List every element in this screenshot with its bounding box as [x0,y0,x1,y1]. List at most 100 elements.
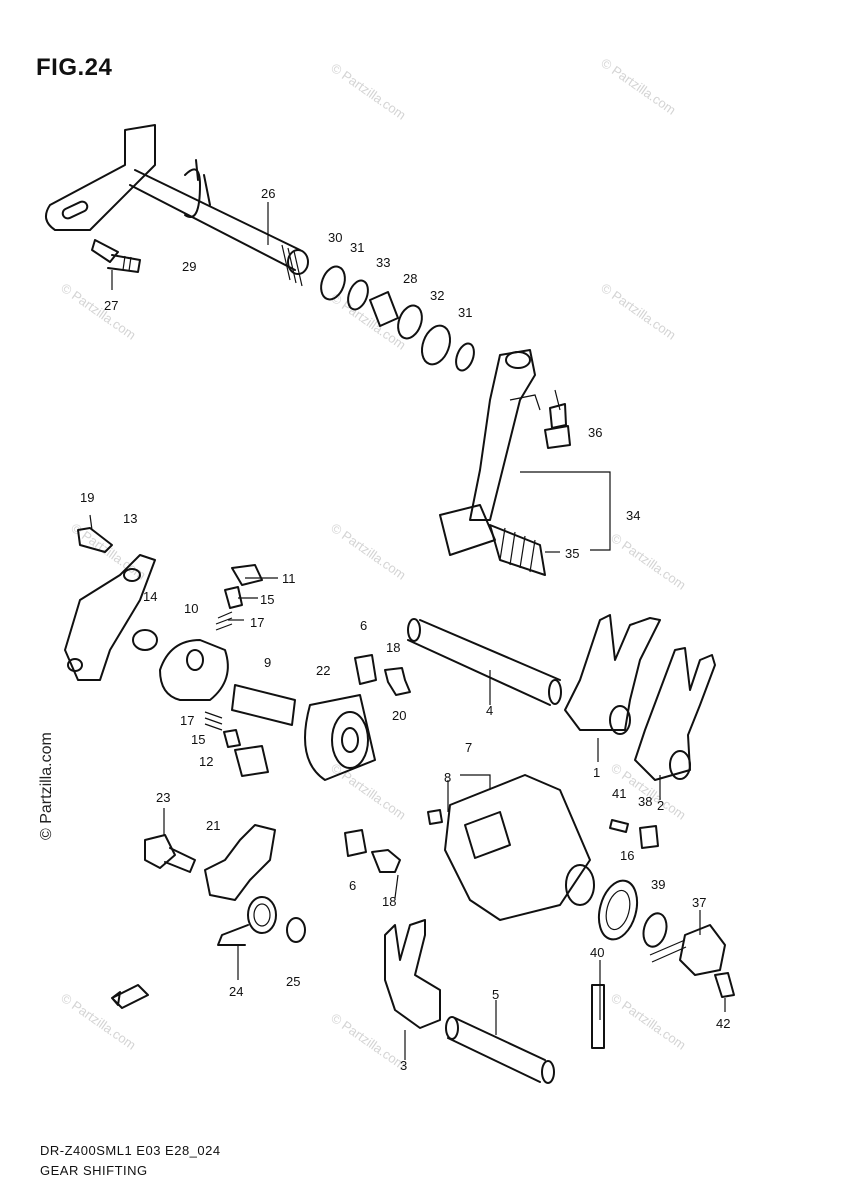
screw-41 [609,819,629,833]
fork-shaft-4 [407,618,562,706]
label-p5: 5 [492,987,499,1002]
circlip-39 [642,912,668,948]
copyright-text: © Partzilla.com [38,732,55,840]
bolt-36 [544,403,571,449]
label-p18b: 18 [382,894,396,909]
label-p30: 30 [328,230,342,245]
stopper-arm-13 [64,554,156,681]
label-p4: 4 [486,703,493,718]
leader-lines [89,202,726,1060]
label-p36: 36 [588,425,602,440]
label-p31a: 31 [350,240,364,255]
model-code: DR-Z400SML1 E03 E28_024 [40,1143,221,1158]
label-p22: 22 [316,663,330,678]
stopper-arm-21 [204,824,276,901]
label-p42: 42 [716,1016,730,1031]
label-p38: 38 [638,794,652,809]
label-p15a: 15 [260,592,274,607]
label-p2: 2 [657,798,664,813]
label-p21: 21 [206,818,220,833]
pawl-set-upper [215,564,263,631]
watermark-text: © Partzilla.com [58,280,138,343]
label-p10: 10 [184,601,198,616]
watermark-text: © Partzilla.com [598,55,678,118]
section-title: GEAR SHIFTING [40,1163,148,1178]
label-p15b: 15 [191,732,205,747]
label-p33: 33 [376,255,390,270]
leader-34 [520,471,611,551]
label-p7: 7 [465,740,472,755]
label-p19: 19 [80,490,94,505]
label-p16: 16 [620,848,634,863]
label-p26: 26 [261,186,275,201]
label-p23: 23 [156,790,170,805]
shift-shaft-26 [45,124,309,287]
label-p9: 9 [264,655,271,670]
label-p14: 14 [143,589,157,604]
watermark-text: © Partzilla.com [598,280,678,343]
label-p20: 20 [392,708,406,723]
watermark-text: © Partzilla.com [328,760,408,823]
pawl-set-lower [204,711,269,777]
part-labels: 26 29 27 30 31 33 28 32 31 36 34 35 19 1… [80,186,730,1073]
label-p41: 41 [612,786,626,801]
dowel-40 [591,984,605,1049]
label-p35: 35 [565,546,579,561]
label-p29: 29 [182,259,196,274]
cam-driven-gear [159,639,296,726]
label-p39: 39 [651,877,665,892]
label-p11: 11 [282,571,296,586]
shift-fork-2 [634,647,716,781]
figure-title: FIG.24 [36,54,113,81]
plate-22 [354,654,377,685]
label-p31b: 31 [458,305,472,320]
watermark-text: © Partzilla.com [328,60,408,123]
collar-14 [132,629,158,651]
gear-position-switch-37 [649,924,726,976]
washer-stack [320,265,475,372]
label-p24: 24 [229,984,243,999]
bolt-23 [144,834,196,873]
label-p12: 12 [199,754,213,769]
watermark-text: © Partzilla.com [328,290,408,353]
label-p25: 25 [286,974,300,989]
bolt-18-lower [371,849,401,873]
watermark-text: © Partzilla.com [608,990,688,1053]
label-p6b: 6 [349,878,356,893]
pin-8 [427,809,443,825]
watermark-text: © Partzilla.com [58,990,138,1053]
label-p6a: 6 [360,618,367,633]
gearshift-cam-7 [444,774,595,921]
bolt-19 [77,527,113,553]
label-p40: 40 [590,945,604,960]
front-direction-arrow-icon [111,984,149,1009]
shift-fork-3 [384,919,441,1029]
label-p17b: 17 [180,713,194,728]
label-p3: 3 [400,1058,407,1073]
label-p37: 37 [692,895,706,910]
pin-38 [639,825,659,849]
label-p1: 1 [593,765,600,780]
label-p13: 13 [123,511,137,526]
watermark-text: © Partzilla.com [328,520,408,583]
label-p34: 34 [626,508,640,523]
gearshift-lever-34 [439,349,561,576]
label-p27: 27 [104,298,118,313]
bearing-16 [597,879,639,941]
label-p8: 8 [444,770,451,785]
label-p18a: 18 [386,640,400,655]
label-p17a: 17 [250,615,264,630]
plate-6-lower [344,829,367,857]
bolt-27 [91,239,141,273]
label-p32: 32 [430,288,444,303]
label-p28: 28 [403,271,417,286]
watermark-text: © Partzilla.com [608,530,688,593]
cam-gear-20 [304,694,376,781]
bolt-18-upper [384,667,411,696]
fork-shaft-5 [445,1016,555,1084]
shift-fork-1 [564,614,661,735]
watermark-text: © Partzilla.com [328,1010,408,1073]
washer-25 [286,917,306,943]
spring-24 [217,896,277,946]
